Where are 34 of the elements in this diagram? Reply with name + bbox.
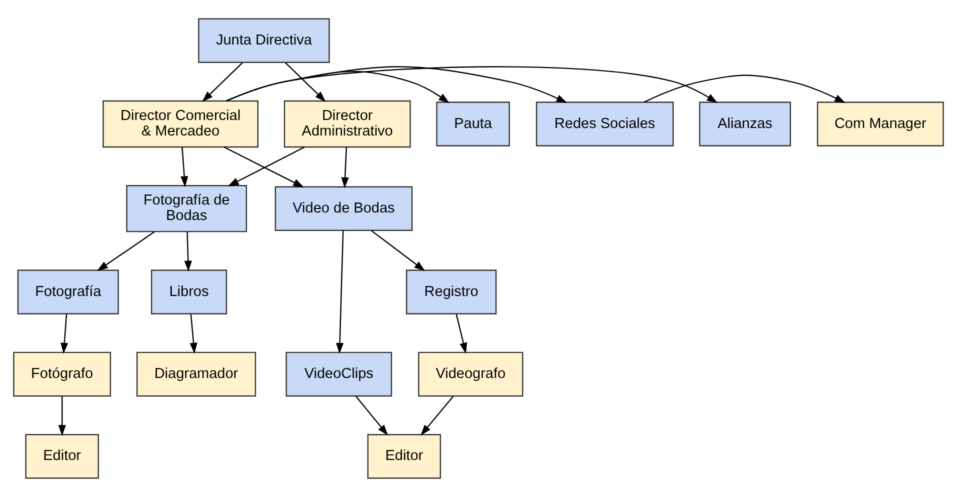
arrow [285,62,326,102]
arrow [336,230,344,354]
node-box: Registro [406,270,497,314]
node-box: Junta Directiva [198,18,330,63]
arrow [97,231,155,272]
arrow [184,232,192,272]
node-box: Editor [25,434,99,479]
node-box: Com Manager [816,102,944,146]
node-box: Video de Bodas [274,186,413,231]
arrow [456,314,468,354]
arrow [356,396,388,436]
node-box: Director Comercial & Mercadeo [102,100,258,148]
node-box: Fotógrafo [13,352,112,397]
arrow [341,147,349,188]
arrow [58,396,66,436]
node-box: Editor [367,434,442,479]
arrow [190,314,198,354]
node-box: Director Administrativo [284,100,411,148]
arrow [60,314,68,354]
arrow [420,396,454,436]
node-box: Videografo [418,352,524,397]
node-box: VideoClips [286,352,392,397]
node-box: Redes Sociales [536,102,674,146]
arrow [180,147,188,188]
node-box: Fotografía de Bodas [126,185,248,232]
node-box: Libros [150,270,228,314]
node-box: Pauta [436,102,510,146]
arrow [226,66,718,104]
node-box: Fotografía [17,270,119,314]
arrow [371,230,426,272]
arrow [202,62,243,102]
arrow [644,74,846,104]
node-box: Diagramador [136,352,256,397]
node-box: Alianzas [699,102,791,146]
